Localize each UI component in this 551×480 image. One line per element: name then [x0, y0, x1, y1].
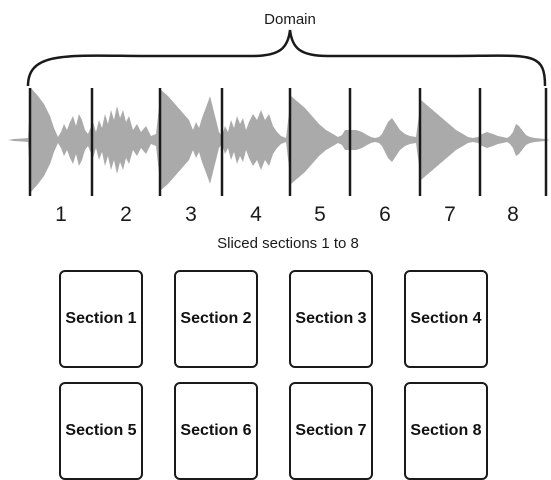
slicer-diagram: Domain 1 2 3 4 5 6 7 8 Sliced sections 1 to 8 — [8, 11, 550, 252]
section-1-pad[interactable]: Section 1 — [59, 270, 143, 368]
slice-dividers — [28, 88, 548, 196]
section-7-pad[interactable]: Section 7 — [289, 382, 373, 480]
section-3-pad[interactable]: Section 3 — [289, 270, 373, 368]
section-8-pad[interactable]: Section 8 — [404, 382, 488, 480]
section-number-1: 1 — [55, 203, 67, 226]
section-number-3: 3 — [185, 203, 197, 226]
sliced-sections-caption: Sliced sections 1 to 8 — [217, 235, 359, 252]
section-6-pad[interactable]: Section 6 — [174, 382, 258, 480]
section-number-8: 8 — [507, 203, 519, 226]
section-number-7: 7 — [444, 203, 456, 226]
section-number-5: 5 — [314, 203, 326, 226]
section-4-pad[interactable]: Section 4 — [404, 270, 488, 368]
section-number-6: 6 — [379, 203, 391, 226]
domain-label: Domain — [264, 11, 316, 28]
waveform-shape — [8, 88, 550, 192]
section-2-pad[interactable]: Section 2 — [174, 270, 258, 368]
section-numbers: 1 2 3 4 5 6 7 8 — [55, 203, 519, 226]
domain-bracket — [26, 29, 547, 87]
section-5-pad[interactable]: Section 5 — [59, 382, 143, 480]
section-number-2: 2 — [120, 203, 132, 226]
section-number-4: 4 — [250, 203, 262, 226]
waveform — [8, 88, 550, 192]
